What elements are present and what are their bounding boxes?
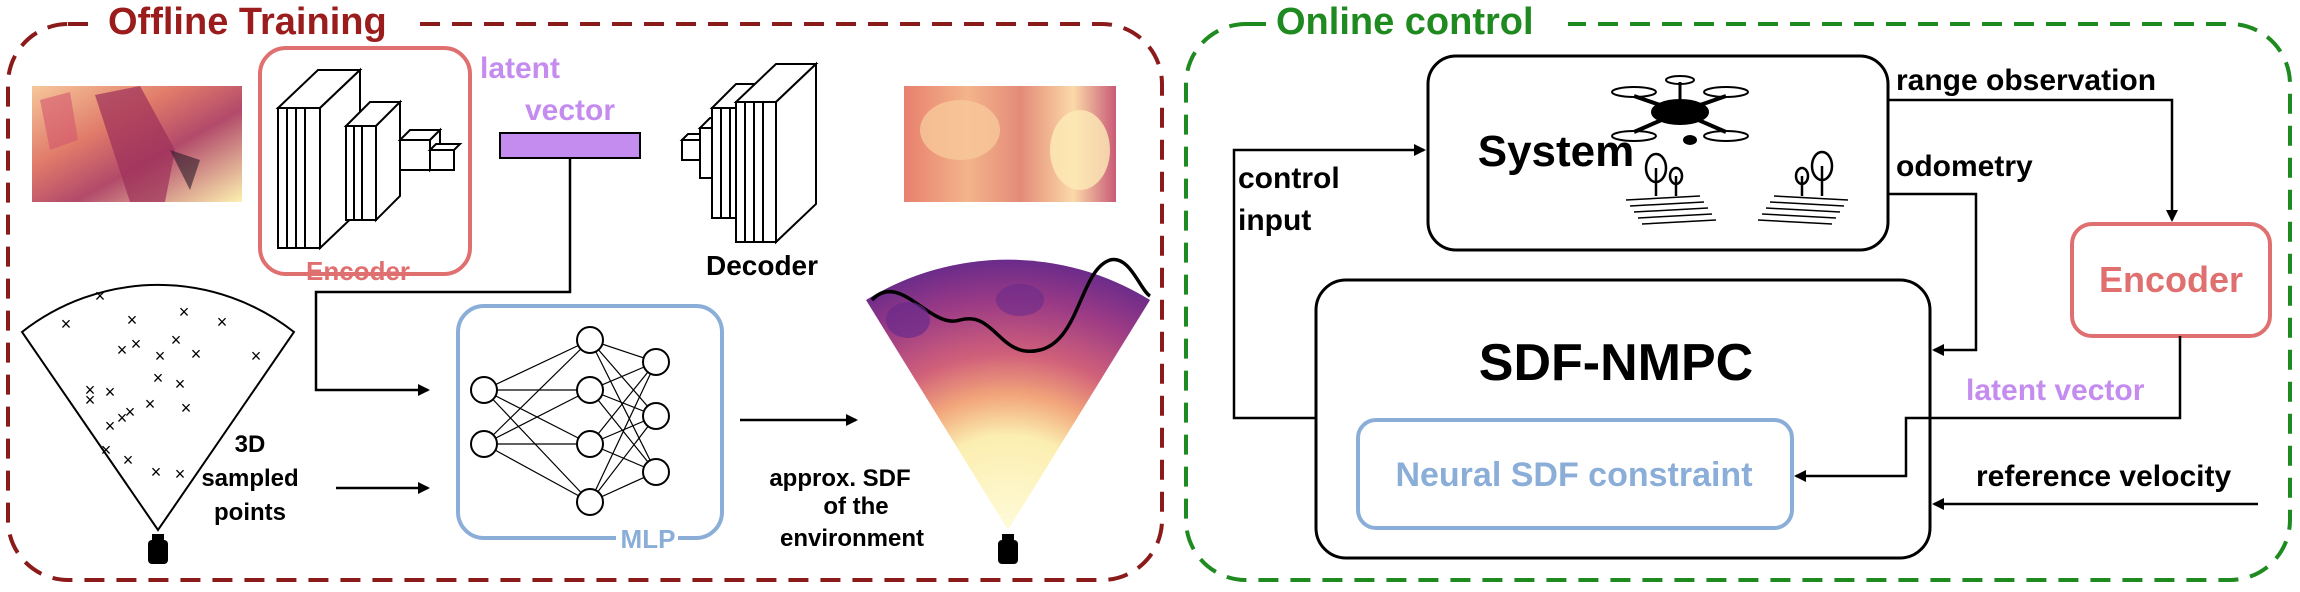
reconstructed-depth-image	[904, 86, 1116, 202]
sdf-label-line2: of the	[823, 493, 888, 520]
system-block: System	[1426, 54, 1890, 252]
latent-vector-label-line1: latent	[480, 52, 560, 85]
svg-text:×: ×	[123, 450, 134, 470]
decoder-label: Decoder	[706, 250, 818, 281]
encoder-label: Encoder	[306, 256, 410, 286]
odometry-label: odometry	[1896, 150, 2033, 183]
input-depth-image	[32, 86, 242, 202]
svg-text:×: ×	[85, 380, 96, 400]
sampled-points-label-line3: points	[214, 499, 286, 526]
sdf-fan	[866, 257, 1152, 564]
sampled-points-label-line1: 3D	[235, 431, 266, 458]
svg-text:×: ×	[61, 314, 72, 334]
offline-arrows	[314, 158, 858, 494]
odometry-to-nmpc-arrow	[1888, 192, 1978, 356]
svg-text:×: ×	[125, 402, 136, 422]
encoder-latent-to-constraint-arrow	[1794, 336, 2182, 482]
svg-text:×: ×	[171, 330, 182, 350]
sampled-points-fan: ××× ××× ××× ××× ××× ××× ××× ××× ×	[20, 283, 296, 564]
svg-text:×: ×	[175, 464, 186, 484]
system-label: System	[1478, 127, 1635, 176]
latent-vector-label-line2: vector	[525, 94, 615, 127]
svg-text:×: ×	[101, 440, 112, 460]
online-encoder-label: Encoder	[2099, 259, 2243, 300]
svg-text:×: ×	[145, 394, 156, 414]
range-to-encoder-arrow	[1888, 98, 2178, 222]
svg-text:×: ×	[179, 302, 190, 322]
online-arrows	[1232, 98, 2258, 510]
online-encoder-block: Encoder	[2070, 222, 2272, 338]
control-input-label-line1: control	[1238, 162, 1340, 195]
trees-icon	[1625, 150, 1849, 225]
online-control-panel: Online control System	[1184, 1, 2292, 582]
sdf-label-line1: approx. SDF	[769, 465, 910, 492]
svg-text:×: ×	[95, 286, 106, 306]
latent-to-mlp-arrow	[314, 158, 572, 396]
online-panel-title: Online control	[1276, 1, 1534, 43]
offline-panel-border	[6, 22, 1164, 582]
neural-sdf-constraint-box	[1356, 418, 1794, 530]
svg-text:×: ×	[151, 462, 162, 482]
offline-training-panel: Offline Training	[6, 1, 1164, 582]
svg-text:×: ×	[153, 368, 164, 388]
control-input-arrow	[1232, 144, 1426, 420]
latent-vector-bar	[499, 132, 641, 159]
neural-sdf-constraint-label: Neural SDF constraint	[1395, 456, 1752, 494]
online-latent-vector-label: latent vector	[1966, 374, 2145, 407]
svg-text:×: ×	[105, 416, 116, 436]
reference-velocity-label: reference velocity	[1976, 460, 2231, 493]
svg-text:×: ×	[117, 340, 128, 360]
nmpc-block: SDF-NMPC Neural SDF constraint	[1314, 278, 1932, 560]
drone-icon	[1611, 75, 1749, 145]
nmpc-label: SDF-NMPC	[1479, 334, 1753, 392]
svg-text:×: ×	[181, 398, 192, 418]
svg-text:×: ×	[127, 310, 138, 330]
svg-text:×: ×	[217, 312, 228, 332]
sampled-points-label-line2: sampled	[201, 465, 298, 492]
svg-text:×: ×	[191, 344, 202, 364]
control-input-label-line2: input	[1238, 204, 1311, 237]
offline-panel-title: Offline Training	[108, 1, 387, 43]
svg-text:×: ×	[175, 374, 186, 394]
svg-text:×: ×	[131, 334, 142, 354]
encoder-block: Encoder	[258, 46, 472, 286]
range-observation-label: range observation	[1896, 64, 2156, 97]
mlp-label: MLP	[621, 524, 676, 554]
sdf-label-line3: environment	[780, 525, 924, 552]
svg-text:×: ×	[155, 346, 166, 366]
svg-text:×: ×	[105, 382, 116, 402]
svg-text:×: ×	[251, 346, 262, 366]
online-panel-border	[1184, 22, 2292, 582]
decoder-block	[679, 61, 819, 245]
svg-text:×: ×	[117, 408, 128, 428]
svg-text:×: ×	[85, 390, 96, 410]
mlp-block: MLP	[456, 304, 724, 554]
